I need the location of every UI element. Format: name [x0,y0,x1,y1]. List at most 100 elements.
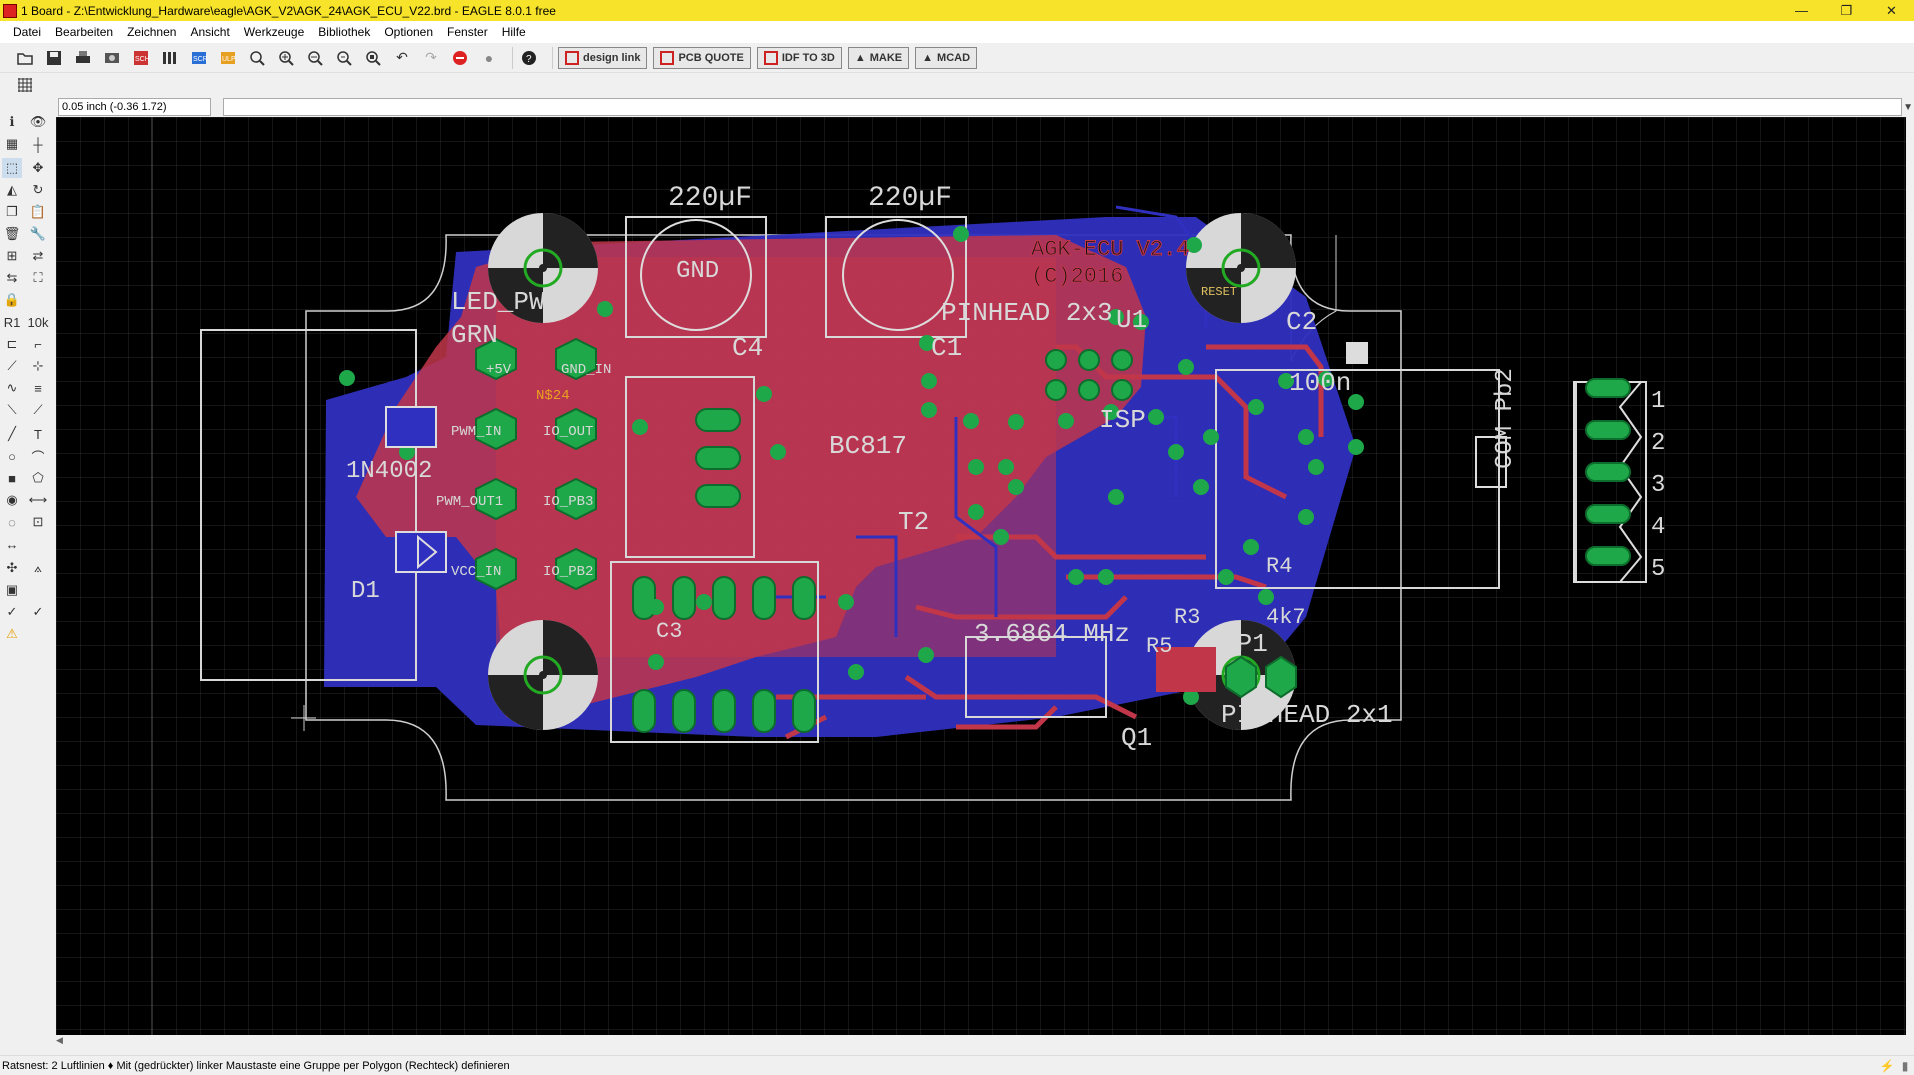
optimize-icon[interactable]: ⊹ [32,358,44,373]
text-icon[interactable]: T [34,426,42,442]
zoom-in-icon[interactable] [275,47,297,69]
stop-status-icon[interactable]: ▮ [1901,1058,1909,1073]
route-icon[interactable]: ⟍ [7,402,17,417]
conn-pin-2-label: 2 [1651,430,1665,457]
rectangle-icon[interactable]: ■ [8,470,16,486]
zoom-select-icon[interactable] [362,47,384,69]
status-bar: Ratsnest: 2 Luftlinien ♦ Mit (gedrückter… [0,1055,1914,1075]
circle-icon[interactable]: ○ [8,448,16,464]
menu-optionen[interactable]: Optionen [384,25,434,39]
board-editor-canvas[interactable]: 220µF 220µF C4 C1 C2 100n LED_PWR GRN AG… [56,117,1906,1035]
print-icon[interactable] [72,47,94,69]
chevron-left-icon[interactable]: ◀ [56,1035,63,1045]
swap-icon[interactable]: ⇆ [6,270,18,285]
mcad-button[interactable]: ▲MCAD [915,46,978,69]
script-icon[interactable]: SCR [188,47,210,69]
drc-icon[interactable]: ▣ [5,582,19,597]
ripup-icon[interactable]: ⟋ [33,402,43,417]
ratsnest-icon[interactable]: ✣ [6,560,18,575]
mark-icon[interactable]: ┼ [33,136,43,152]
miter-icon[interactable]: ⌐ [34,336,42,352]
isp-label: ISP [1099,405,1146,435]
command-input[interactable] [222,98,1903,116]
select-icon[interactable]: ⬚ [2,158,22,178]
signal-icon[interactable]: ⟷ [28,492,48,507]
replace-icon[interactable]: ⇄ [32,248,44,263]
menu-fenster[interactable]: Fenster [447,25,488,39]
info-icon[interactable]: ℹ [9,114,15,129]
polygon-icon[interactable]: ⬠ [32,470,44,485]
hole-icon[interactable]: ◌ [8,514,16,530]
pcb-quote-button[interactable]: PCB QUOTE [653,46,751,69]
go-icon[interactable]: ● [484,49,494,66]
attribute-icon[interactable]: ⊡ [32,514,44,529]
ulp-icon[interactable]: ULP [217,47,239,69]
lightning-icon[interactable]: ⚡ [1879,1058,1895,1073]
library-icon[interactable] [159,47,181,69]
split-icon[interactable]: ⟋ [7,358,17,373]
show-icon[interactable]: 👁 [29,114,47,129]
smash-icon[interactable]: ⊏ [6,336,18,351]
led-pwr-label: LED_PWR [451,287,560,317]
paste-icon[interactable]: 📋 [29,204,47,219]
menu-hilfe[interactable]: Hilfe [501,25,526,39]
chevron-down-icon[interactable]: ▼ [1903,101,1913,113]
zoom-previous-icon[interactable] [333,47,355,69]
c2-value-label: 100n [1289,368,1351,398]
errors-warning-icon[interactable]: ⚠ [6,626,18,641]
menu-zeichnen[interactable]: Zeichnen [127,25,177,39]
crystal-frequency-label: 3.6864 MHz [974,619,1130,649]
menu-bibliothek[interactable]: Bibliothek [318,25,371,39]
menu-ansicht[interactable]: Ansicht [190,25,230,39]
stop-icon[interactable] [449,47,471,69]
add-icon[interactable]: ⊞ [6,248,18,263]
vertical-scrollbar[interactable] [1906,117,1914,1035]
make-button[interactable]: ▲MAKE [847,46,910,69]
zoom-out-icon[interactable] [304,47,326,69]
sch-brd-switch-icon[interactable]: SCH [130,47,152,69]
mirror-icon[interactable]: ◭ [7,182,17,197]
horizontal-scrollbar[interactable]: ◀ [56,1035,1906,1047]
meander-icon[interactable]: ∿ [6,380,18,395]
plus5v-pad-label: +5V [486,362,512,378]
value-icon[interactable]: 10k [27,314,49,330]
rotate-icon[interactable]: ↻ [32,182,44,197]
via-icon[interactable]: ◉ [6,492,18,507]
arc-icon[interactable]: ⌒ [31,449,45,465]
group-icon[interactable]: ⛶ [33,270,43,285]
lock-icon[interactable]: 🔒 [3,292,21,307]
command-bar: 0.05 inch (-0.36 1.72) ▼ [0,97,1914,117]
dimension-icon[interactable]: ↔ [5,536,19,552]
display-layers-icon[interactable]: ▦ [5,136,19,151]
undo-icon[interactable]: ↶ [396,49,408,65]
delete-icon[interactable]: 🗑 [3,226,21,241]
autorouter-icon[interactable]: ⟑ [34,560,42,575]
minimize-button[interactable]: — [1795,3,1808,18]
menu-werkzeuge[interactable]: Werkzeuge [243,25,305,39]
1n4002-label: 1N4002 [346,458,432,485]
eagle-app-icon [3,3,17,18]
menu-datei[interactable]: Datei [13,25,42,39]
r3-label: R3 [1174,605,1200,630]
idf-to-3d-button[interactable]: IDF TO 3D [756,46,842,69]
design-link-button[interactable]: design link [558,46,648,69]
cam-icon[interactable] [101,47,123,69]
help-icon[interactable]: ? [518,47,540,69]
menu-bearbeiten[interactable]: Bearbeiten [55,25,114,39]
route-multiple-icon[interactable]: ≡ [34,380,42,396]
copy-icon[interactable]: ❐ [6,204,18,219]
maximize-button[interactable]: ❐ [1840,2,1853,18]
erc-icon[interactable]: ✓ [6,604,18,619]
close-button[interactable]: ✕ [1886,2,1897,18]
change-icon[interactable]: 🔧 [29,226,47,241]
drc-check-icon[interactable]: ✓ [32,604,44,619]
grid-icon[interactable] [14,74,36,96]
move-icon[interactable]: ✥ [32,160,44,175]
save-icon[interactable] [43,47,65,69]
line-icon[interactable]: ╱ [8,426,16,441]
redo-icon[interactable]: ↷ [425,49,437,65]
zoom-fit-icon[interactable] [246,47,268,69]
open-icon[interactable] [14,47,36,69]
name-icon[interactable]: R1 [3,314,21,330]
pinhead-2x3-label: PINHEAD 2x3 [941,298,1113,328]
